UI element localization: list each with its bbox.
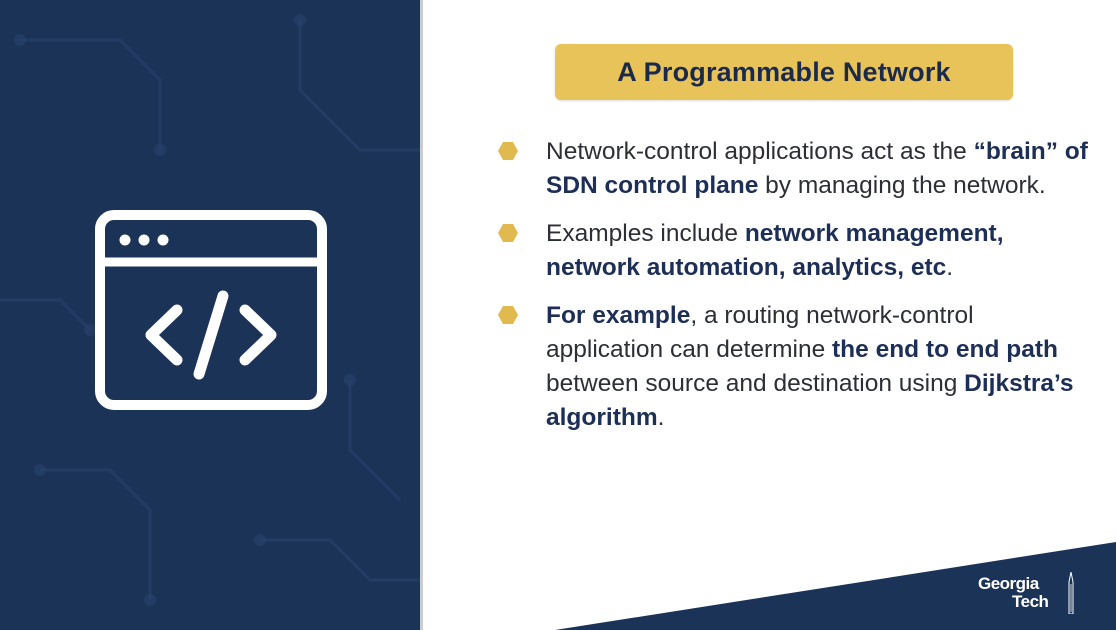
hexagon-bullet-icon xyxy=(498,142,518,160)
slide-title: A Programmable Network xyxy=(617,56,951,87)
bullet-segment: Examples include xyxy=(546,220,745,247)
bullet-list: Network-control applications act as the … xyxy=(498,135,1088,449)
circuit-texture xyxy=(0,14,420,606)
bullet-item: For example, a routing network-control a… xyxy=(498,299,1088,435)
bullet-item: Examples include network management, net… xyxy=(498,217,1088,285)
bullet-segment: Network-control applications act as the xyxy=(546,138,974,165)
bullet-segment: . xyxy=(946,254,954,281)
bullet-segment: by managing the network. xyxy=(758,172,1046,199)
bullet-segment: , a routing network-control application … xyxy=(546,302,974,363)
tech-tower-icon xyxy=(1068,572,1074,614)
title-banner: A Programmable Network xyxy=(555,44,1013,100)
georgia-tech-logo: Georgia Tech xyxy=(978,572,1078,616)
bullet-item: Network-control applications act as the … xyxy=(498,135,1088,203)
logo-line-1: Georgia xyxy=(978,574,1039,593)
bullet-text: Network-control applications act as the … xyxy=(546,135,1088,203)
bullet-bold-segment: “brain” of SDN control plane xyxy=(546,138,1088,199)
bullet-bold-segment: the end to end path xyxy=(832,336,1058,363)
bullet-segment: between source and destination using xyxy=(546,370,965,397)
hexagon-bullet-icon xyxy=(498,224,518,242)
bullet-bold-segment: network management, network automation, … xyxy=(546,220,1004,281)
code-window-icon xyxy=(95,210,327,410)
logo-line-2: Tech xyxy=(1012,592,1049,611)
bullet-bold-segment: Dijkstra’s algorithm xyxy=(546,370,1074,431)
bullet-text: For example, a routing network-control a… xyxy=(546,299,1088,435)
panel-divider xyxy=(420,0,423,630)
bullet-bold-segment: For example xyxy=(546,302,691,329)
hexagon-bullet-icon xyxy=(498,306,518,324)
left-panel xyxy=(0,0,420,630)
bullet-text: Examples include network management, net… xyxy=(546,217,1088,285)
bullet-segment: . xyxy=(657,404,665,431)
